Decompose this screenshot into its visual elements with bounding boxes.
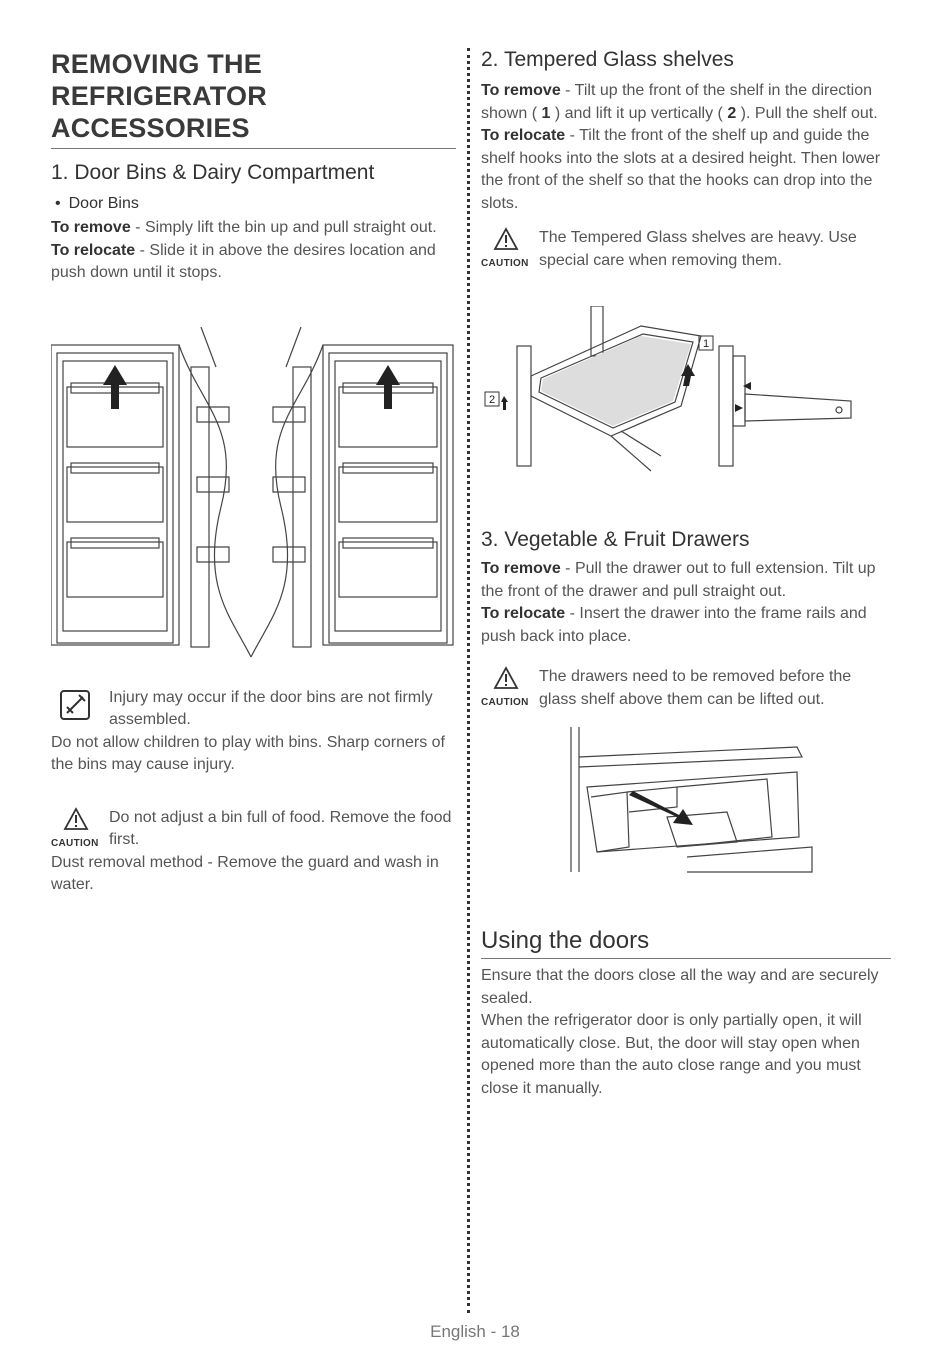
left-column: REMOVING THE REFRIGERATOR ACCESSORIES 1.… xyxy=(51,48,456,897)
relocate-label: To relocate xyxy=(481,605,566,622)
caution-icon: CAUTION xyxy=(481,227,539,273)
step-2: 2 xyxy=(727,104,737,122)
relocate-text: - Slide it in above the desires location… xyxy=(51,241,436,282)
glass-shelf-illustration: 1 2 xyxy=(481,306,891,476)
relocate-text: - Tilt the front of the shelf up and gui… xyxy=(481,127,881,212)
note-icon xyxy=(59,689,93,723)
caution-text: The Tempered Glass shelves are heavy. Us… xyxy=(539,229,857,269)
remove-label: To remove xyxy=(481,560,561,577)
drawer-illustration xyxy=(567,727,891,877)
caution-icon: CAUTION xyxy=(51,806,109,853)
drawers-remove: To remove - Pull the drawer out to full … xyxy=(481,558,891,603)
dust-removal-text: Dust removal method - Remove the guard a… xyxy=(51,853,439,894)
glass-remove: To remove - Tilt up the front of the she… xyxy=(481,80,891,125)
page-footer: English - 18 xyxy=(430,1322,520,1341)
page-title: REMOVING THE REFRIGERATOR ACCESSORIES xyxy=(51,48,456,149)
glass-shelf-drawing: 1 2 xyxy=(484,306,852,472)
remove-text: - Simply lift the bin up and pull straig… xyxy=(130,219,437,236)
caution-block-drawers: CAUTION The drawers need to be removed b… xyxy=(481,666,891,711)
door-bins-drawing xyxy=(51,326,454,657)
remove-text: - Pull the drawer out to full extension.… xyxy=(481,560,876,600)
step-1: 1 xyxy=(541,104,551,122)
caution-icon: CAUTION xyxy=(481,666,539,712)
remove-text-b: ) and lift it up vertically ( xyxy=(550,104,728,122)
diagram-label-2: 2 xyxy=(489,394,495,406)
caution-label: CAUTION xyxy=(481,697,529,708)
door-bins-relocate: To relocate - Slide it in above the desi… xyxy=(51,240,456,285)
doors-text-1: Ensure that the doors close all the way … xyxy=(481,967,879,1007)
remove-label: To remove xyxy=(51,219,131,236)
caution-text: Do not adjust a bin full of food. Remove… xyxy=(109,808,452,849)
caution-text: The drawers need to be removed before th… xyxy=(539,668,852,708)
section-drawers-heading: 3. Vegetable & Fruit Drawers xyxy=(481,528,750,551)
column-divider xyxy=(467,48,470,1313)
drawers-relocate: To relocate - Insert the drawer into the… xyxy=(481,603,891,648)
diagram-label-1: 1 xyxy=(703,338,709,350)
remove-label: To remove xyxy=(481,82,561,99)
note-extra: Do not allow children to play with bins.… xyxy=(51,733,445,774)
note-block: Injury may occur if the door bins are no… xyxy=(51,687,456,732)
caution-label: CAUTION xyxy=(481,258,529,269)
drawer-drawing xyxy=(570,727,813,873)
caution-block-bins: CAUTION Do not adjust a bin full of food… xyxy=(51,806,456,853)
right-column: 2. Tempered Glass shelves To remove - Ti… xyxy=(481,48,891,1100)
note-text: Injury may occur if the door bins are no… xyxy=(109,688,433,729)
bullet-door-bins: •Door Bins xyxy=(55,195,139,212)
caution-label: CAUTION xyxy=(51,837,99,849)
section-door-bins-heading: 1. Door Bins & Dairy Compartment xyxy=(51,161,375,184)
relocate-label: To relocate xyxy=(51,241,136,259)
section-glass-shelves-heading: 2. Tempered Glass shelves xyxy=(481,48,734,71)
remove-text-c: ). Pull the shelf out. xyxy=(736,104,878,122)
doors-text-2: When the refrigerator door is only parti… xyxy=(481,1012,862,1097)
caution-block-glass: CAUTION The Tempered Glass shelves are h… xyxy=(481,227,891,272)
glass-relocate: To relocate - Tilt the front of the shel… xyxy=(481,125,891,215)
door-bins-illustration xyxy=(51,326,456,667)
bullet-label: Door Bins xyxy=(68,195,139,212)
section-doors-heading: Using the doors xyxy=(481,927,891,959)
door-bins-remove: To remove - Simply lift the bin up and p… xyxy=(51,217,456,240)
remove-text-a: - Tilt up the front of the shelf in the … xyxy=(481,82,873,122)
relocate-text: - Insert the drawer into the frame rails… xyxy=(481,605,867,645)
relocate-label: To relocate xyxy=(481,127,566,144)
